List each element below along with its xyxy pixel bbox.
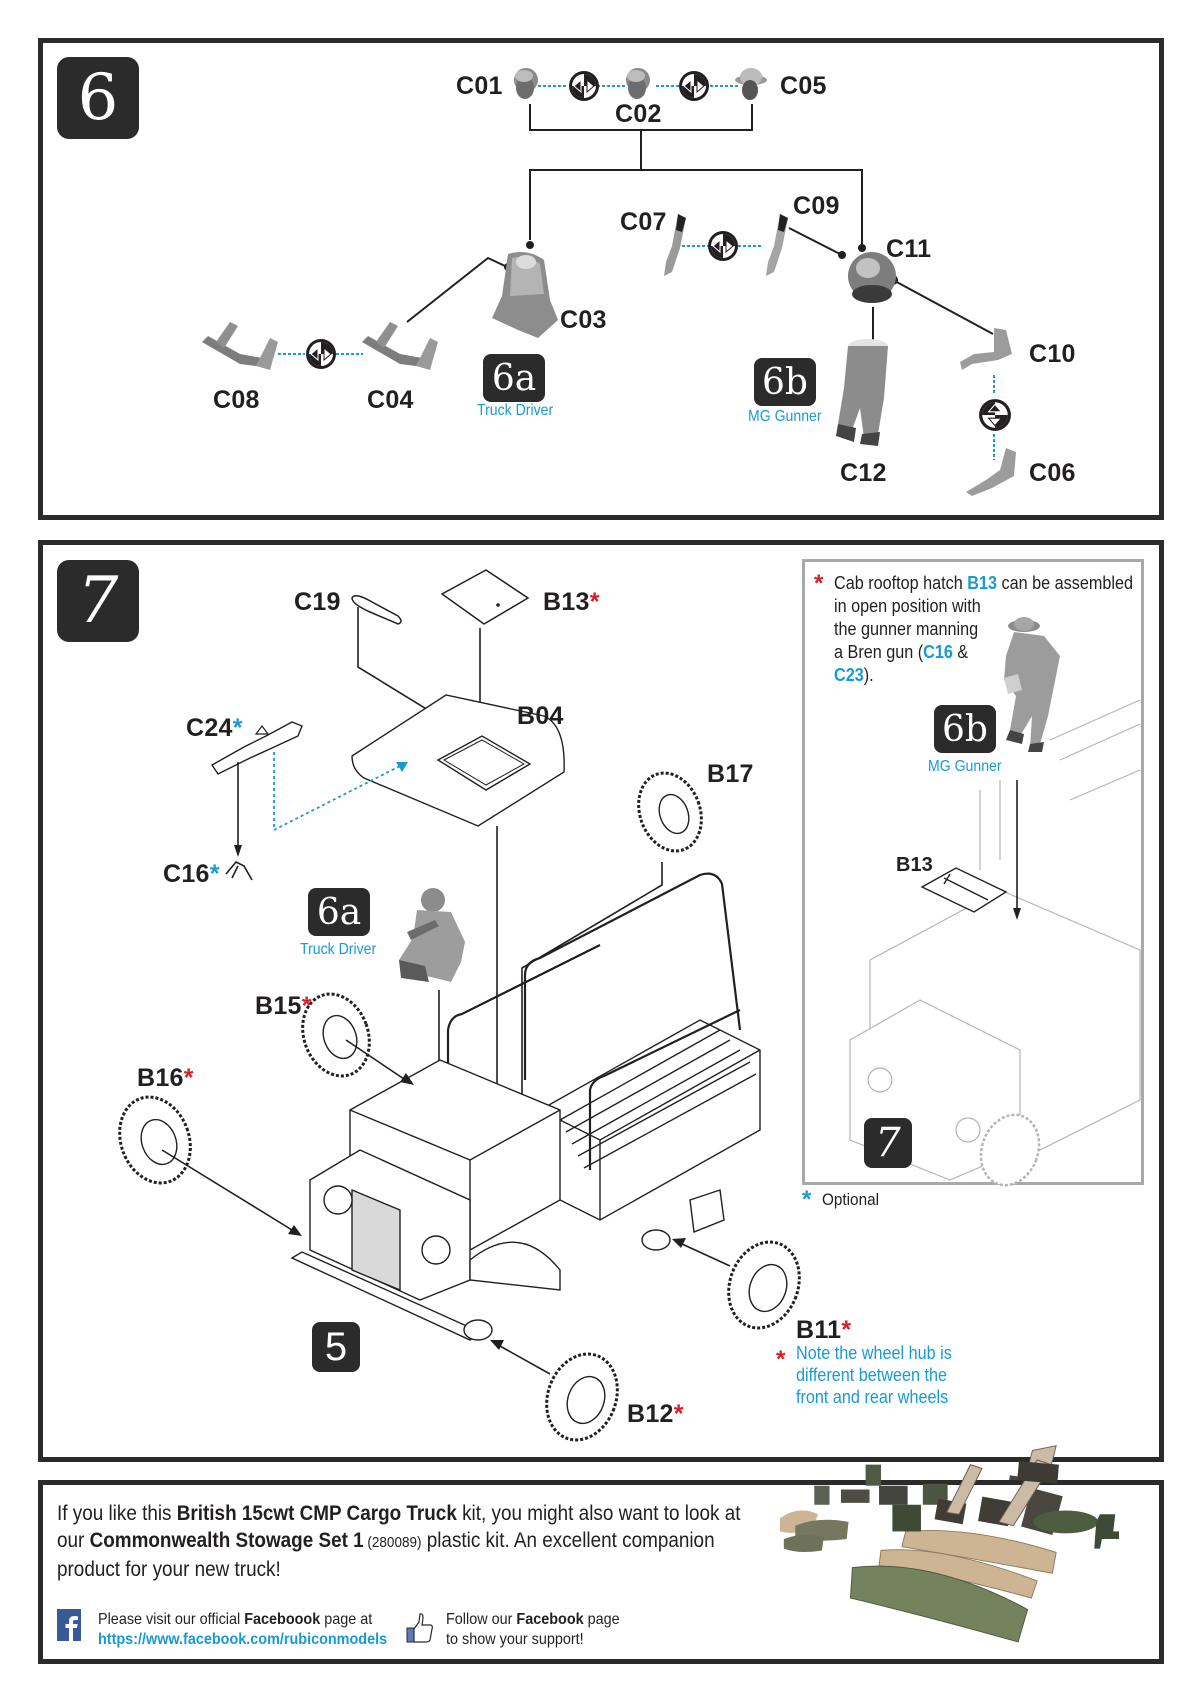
required-asterisk: * (301, 992, 312, 1020)
part-label-c04: C04 (367, 386, 414, 414)
sub-step-6a-badge: 6a (483, 354, 545, 402)
optional-asterisk: * (232, 714, 243, 742)
step-7-badge: 7 (57, 560, 139, 642)
part-label-c05: C05 (780, 72, 827, 100)
optional-legend-label: Optional (822, 1190, 879, 1209)
facebook-url-link[interactable]: https://www.facebook.com/rubiconmodels (98, 1631, 388, 1648)
arms-c08-figure (202, 322, 278, 370)
head-c05-figure (735, 68, 767, 100)
swap-horizontal-icon (708, 231, 738, 261)
step-6-badge: 6 (57, 57, 139, 139)
truck-body (290, 872, 761, 1341)
arm-c06-figure (966, 448, 1016, 496)
part-label-c07: C07 (620, 208, 667, 236)
step-6-panel (38, 38, 1164, 520)
required-asterisk: * (841, 1316, 852, 1344)
wheel-b15 (301, 992, 371, 1078)
truck-driver-figure (399, 888, 465, 982)
arms-c04-figure (362, 322, 438, 370)
inset-sub-step-6b-caption: MG Gunner (928, 758, 1002, 775)
stowage-set-image-overlay (780, 1459, 1120, 1643)
inset-step-7-badge: 7 (864, 1118, 912, 1168)
wheel-b17 (637, 771, 703, 853)
required-asterisk: * (589, 588, 600, 616)
sub-step-6a-caption: Truck Driver (477, 402, 554, 419)
facebook-visit-text: Please visit our official Faceboook page… (98, 1611, 388, 1648)
part-label-b13: B13* (543, 588, 600, 616)
arm-c09-figure (766, 214, 788, 276)
facebook-follow-text: Follow our Facebook page to show your su… (446, 1611, 620, 1648)
required-asterisk: * (673, 1400, 684, 1428)
mg-gunner-figure (1004, 617, 1060, 752)
part-label-b16: B16* (137, 1064, 194, 1092)
head-c02-figure (626, 68, 650, 99)
part-label-c02: C02 (615, 100, 662, 128)
sub-step-6b-caption: MG Gunner (748, 408, 822, 425)
arm-c07-figure (664, 214, 686, 276)
step-6-number: 6 (77, 61, 119, 135)
part-label-c10: C10 (1029, 340, 1076, 368)
wheel-b16 (118, 1095, 192, 1185)
part-label-c09: C09 (793, 192, 840, 220)
part-label-c19: C19 (294, 588, 341, 616)
part-label-b04: B04 (517, 702, 564, 730)
part-label-c12: C12 (840, 459, 887, 487)
sub-step-6a-caption: Truck Driver (300, 941, 377, 958)
note-asterisk: * (776, 1346, 786, 1373)
swap-horizontal-icon (569, 71, 599, 101)
part-label-c11: C11 (886, 235, 932, 263)
step-7-number: 7 (77, 564, 119, 638)
wheel-b11 (727, 1240, 801, 1330)
swap-vertical-icon (979, 399, 1011, 431)
part-label-c06: C06 (1029, 459, 1076, 487)
torso-c11-figure (848, 252, 896, 303)
part-label-c01: C01 (456, 72, 503, 100)
legs-c12-figure (836, 339, 888, 446)
inset-sub-step-6b-badge: 6b (934, 705, 996, 753)
part-label-c24: C24* (186, 714, 243, 742)
part-label-c16: C16* (163, 860, 220, 888)
inset-truck-illustration (849, 699, 1141, 1187)
part-label-b12: B12* (627, 1400, 684, 1428)
arm-c10-figure (960, 328, 1012, 370)
optional-asterisk: * (209, 860, 220, 888)
inset-note-asterisk: * (814, 570, 824, 597)
facebook-logo-icon[interactable] (57, 1609, 81, 1641)
optional-legend-asterisk: * (802, 1186, 812, 1213)
thumbs-up-icon[interactable] (406, 1612, 434, 1644)
part-label-b15: B15* (255, 992, 312, 1020)
torso-c03-figure (492, 252, 558, 338)
sub-step-6b-badge: 6b (754, 358, 816, 406)
head-c01-figure (514, 68, 538, 99)
inset-part-label-b13: B13 (896, 854, 933, 876)
part-label-b17: B17 (707, 760, 754, 788)
promo-text: If you like this British 15cwt CMP Cargo… (57, 1502, 741, 1581)
swap-horizontal-icon (679, 71, 709, 101)
required-asterisk: * (183, 1064, 194, 1092)
inset-hatch-b13 (920, 867, 1008, 913)
wheel-b12 (545, 1352, 619, 1442)
reference-step-5-badge: 5 (312, 1322, 360, 1372)
sub-step-6a-badge: 6a (308, 888, 370, 936)
part-label-c03: C03 (560, 306, 607, 334)
swap-horizontal-icon (306, 339, 336, 369)
part-label-b11: B11* (796, 1316, 852, 1344)
wheel-hub-note: Note the wheel hub is different between … (796, 1343, 952, 1407)
part-label-c08: C08 (213, 386, 260, 414)
hatch-option-note: Cab rooftop hatch B13 can be assembled i… (834, 573, 1134, 685)
